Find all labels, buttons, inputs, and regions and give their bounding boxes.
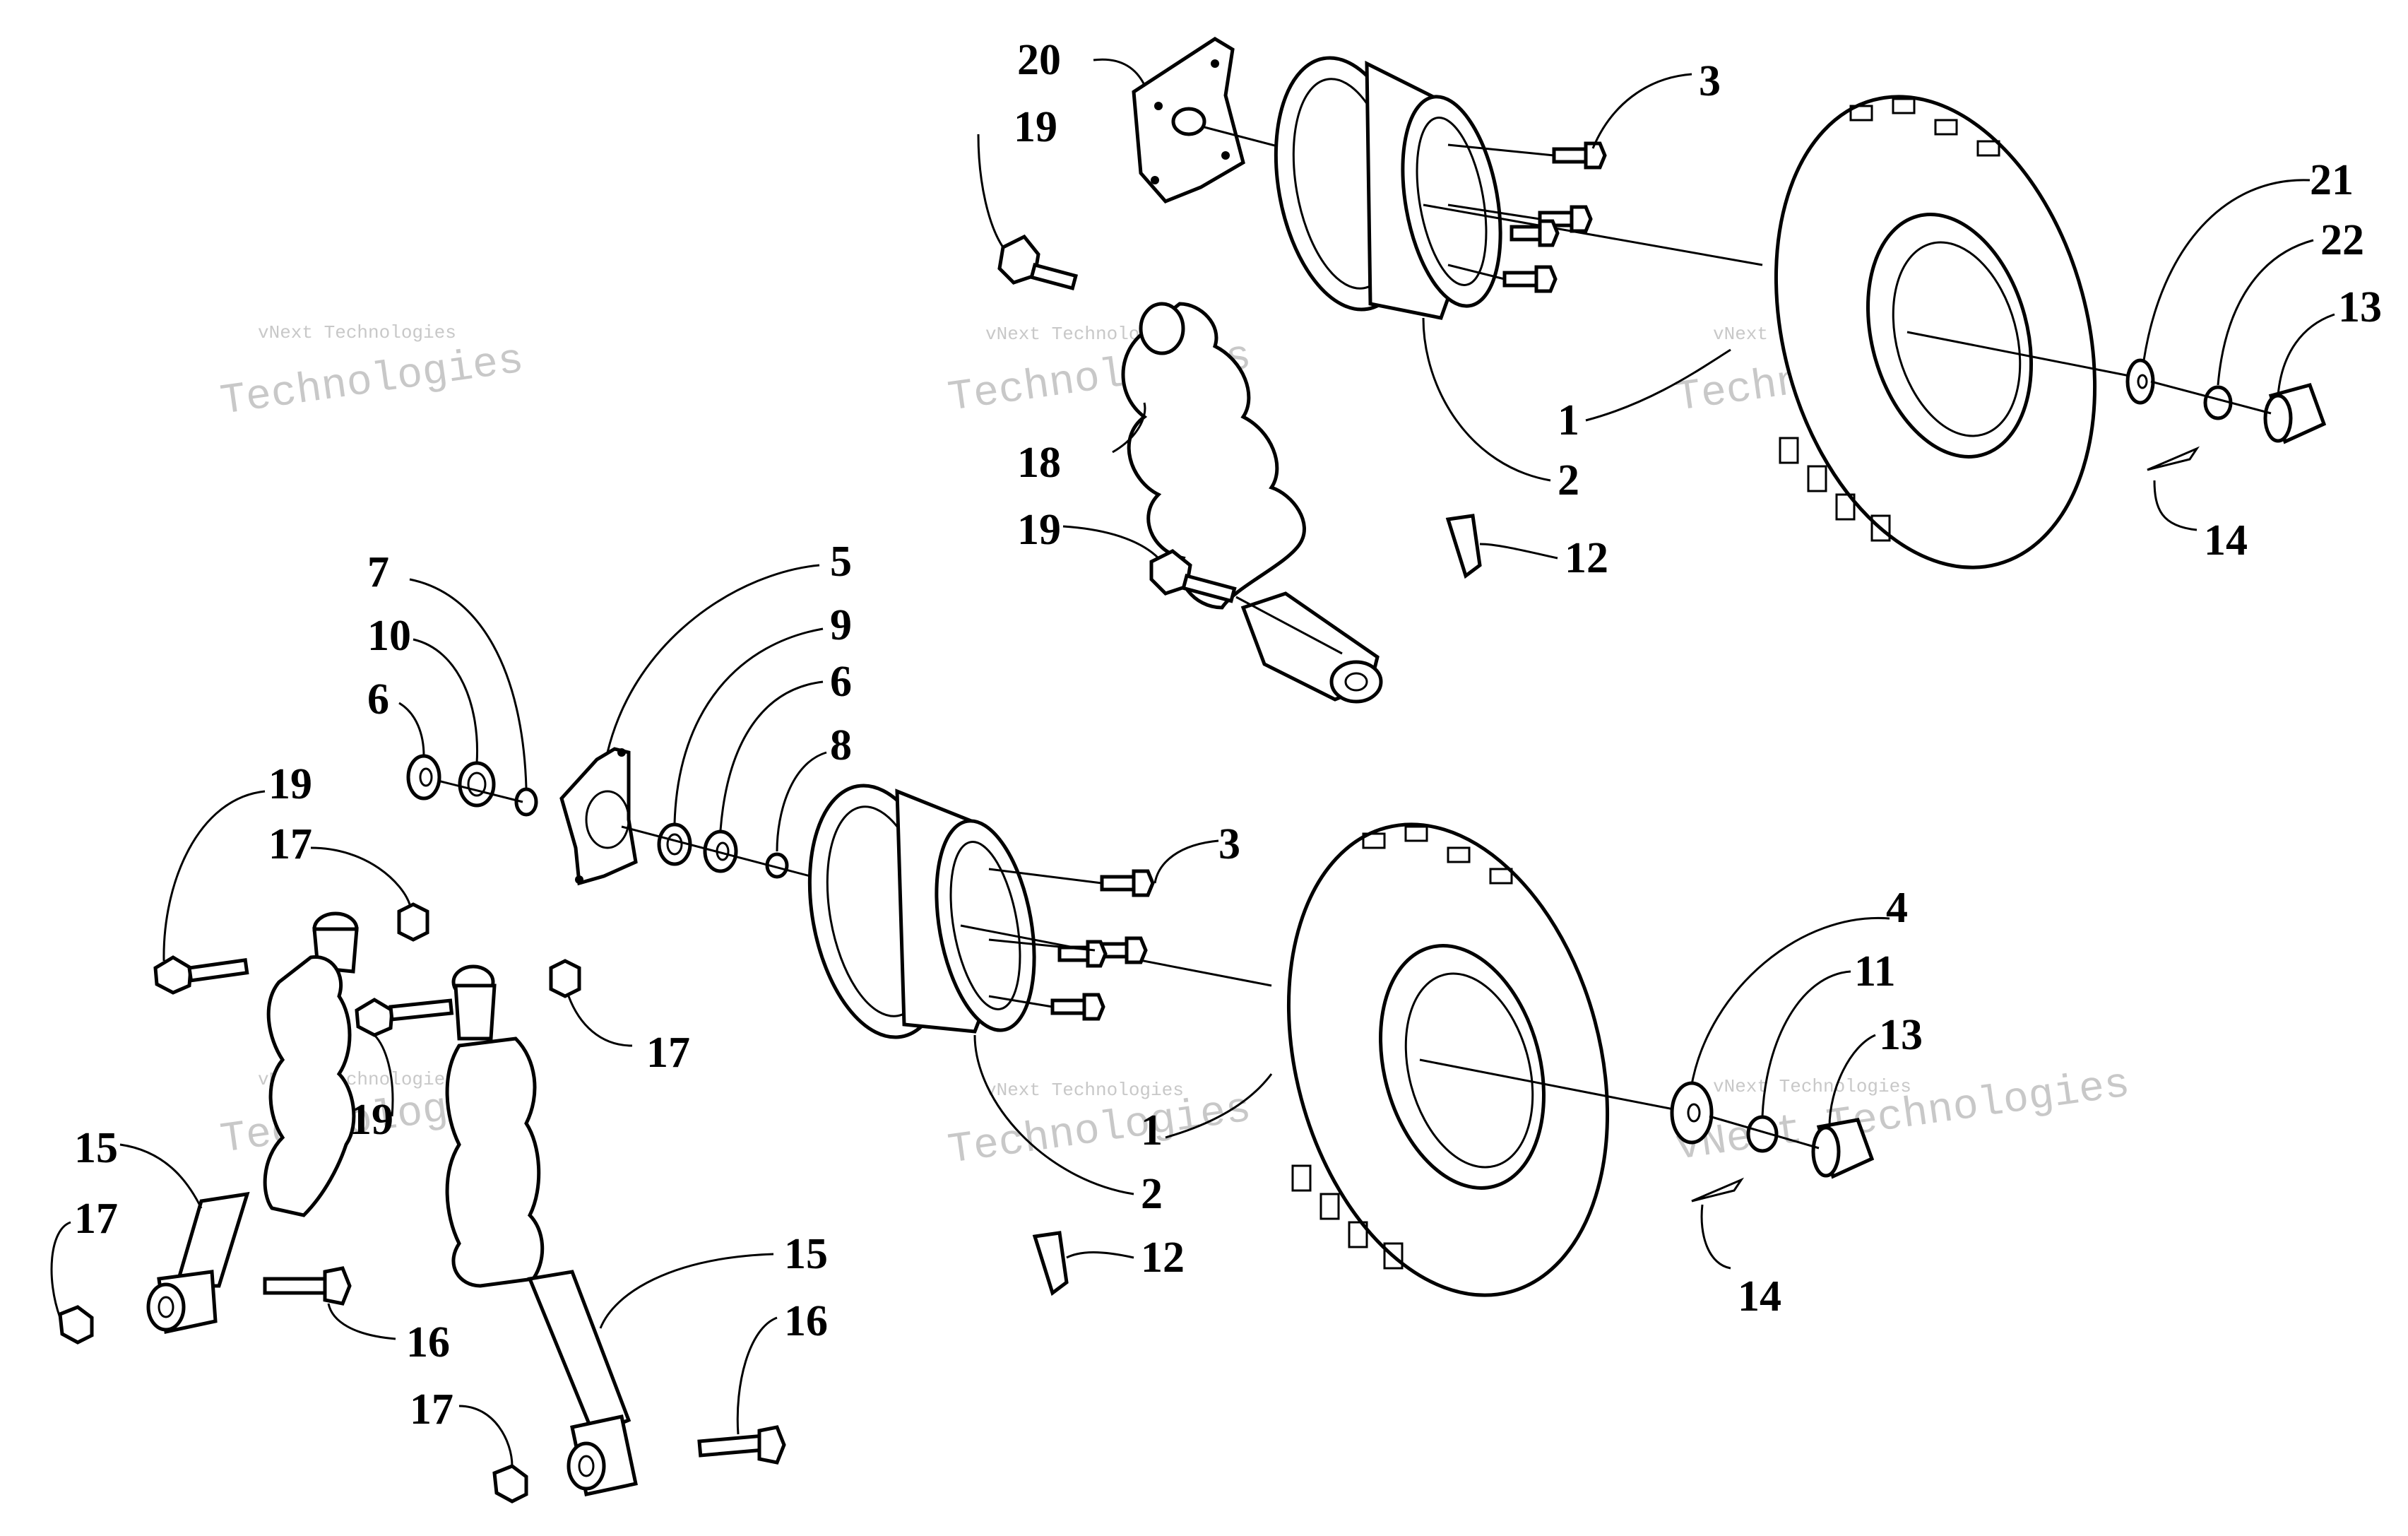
callout-12: 12: [1565, 534, 1608, 582]
hub-plate-part-20: [1132, 37, 1286, 203]
tread-blocks: [1779, 98, 2000, 542]
callout-3: 3: [1218, 820, 1240, 868]
callout-19: 19: [1017, 506, 1061, 554]
callout-8: 8: [830, 721, 852, 769]
tire-upper-part-1: [1774, 95, 2141, 569]
callout-2: 2: [1558, 456, 1579, 504]
callout-6: 6: [830, 658, 852, 706]
callout-19: 19: [350, 1096, 393, 1144]
bolt-part-16-left: [263, 1266, 352, 1306]
callout-18: 18: [1017, 439, 1061, 487]
callout-13: 13: [2338, 283, 2382, 331]
lug-bolts-upper-part-3: [1447, 141, 1607, 293]
callout-12: 12: [1141, 1234, 1185, 1282]
callout-15: 15: [74, 1124, 118, 1172]
callout-14: 14: [1738, 1272, 1781, 1321]
callout-4: 4: [1886, 884, 1908, 932]
callout-10: 10: [367, 612, 411, 660]
callout-19: 19: [1014, 103, 1057, 151]
castle-nut-part-11: [1746, 1115, 1779, 1153]
callout-1: 1: [1558, 396, 1579, 444]
callout-17: 17: [74, 1195, 118, 1243]
hub-part-5: [559, 747, 638, 886]
washer-part-4: [1670, 1081, 1714, 1145]
callout-9: 9: [830, 601, 852, 649]
bearing-part-6-left: [406, 754, 441, 801]
callout-15: 15: [784, 1230, 828, 1278]
cotter-pin-part-14-lower: [1691, 1177, 1745, 1203]
callout-7: 7: [367, 548, 389, 596]
callout-17: 17: [646, 1029, 690, 1077]
watermark-small: vNext Technologies: [1713, 1076, 1911, 1097]
callout-22: 22: [2320, 216, 2364, 264]
callout-19: 19: [268, 760, 312, 808]
callout-6: 6: [367, 675, 389, 723]
watermark-large: Technologies: [218, 336, 526, 426]
watermark-small: vNext Technologies: [258, 322, 456, 343]
nut-part-17-bottom: [492, 1464, 528, 1503]
wheel-rim-lower-part-2: [807, 784, 1272, 1039]
callout-21: 21: [2310, 156, 2354, 204]
callout-20: 20: [1017, 36, 1061, 84]
shock-bolt-left-part-19: [153, 955, 249, 995]
callout-14: 14: [2204, 516, 2248, 565]
callout-5: 5: [830, 538, 852, 586]
nut-part-17-mid: [549, 959, 581, 998]
callout-1: 1: [1141, 1106, 1163, 1154]
shock-absorber-part-18: [1121, 302, 1383, 704]
wheel-rim-upper-part-2: [1274, 56, 1763, 320]
washer-part-21: [2125, 358, 2155, 405]
callouts: 20 19 3 21 22 13 1 2 18 19 12 14 7 10 6 …: [50, 36, 2382, 1467]
callout-13: 13: [1879, 1011, 1923, 1059]
spacer-part-7: [514, 787, 538, 817]
tire-lower-part-1: [1286, 822, 1692, 1297]
callout-2: 2: [1141, 1170, 1163, 1218]
cap-part-13-upper: [2263, 382, 2327, 444]
callout-17: 17: [268, 820, 312, 868]
callout-3: 3: [1699, 57, 1721, 105]
shock-bolt-mid-left-part-19: [355, 998, 454, 1037]
callout-17: 17: [410, 1386, 453, 1434]
bearing-part-6-right: [703, 829, 738, 873]
seal-part-10: [458, 761, 496, 808]
shock-absorber-right-part-15: [445, 964, 638, 1496]
watermark-small: vNext Technologies: [985, 1080, 1184, 1101]
callout-16: 16: [784, 1297, 828, 1345]
shock-bolt-upper-part-19: [997, 234, 1079, 290]
lug-bolts-lower-part-3: [988, 868, 1155, 1021]
nut-part-17-left: [58, 1305, 94, 1345]
shock-bolt-mid-part-19: [1149, 549, 1343, 655]
nut-part-17-top: [397, 902, 429, 942]
tread-blocks: [1291, 825, 1513, 1270]
cotter-pin-part-14-upper: [2147, 446, 2200, 471]
bolt-part-16-right: [697, 1425, 786, 1465]
callout-16: 16: [406, 1318, 450, 1366]
cap-part-13-lower: [1811, 1118, 1875, 1179]
shock-absorber-left-part-15: [146, 911, 359, 1335]
valve-stem-lower-part-12: [1032, 1231, 1069, 1296]
callout-11: 11: [1854, 947, 1896, 996]
valve-stem-upper-part-12: [1445, 514, 1482, 579]
